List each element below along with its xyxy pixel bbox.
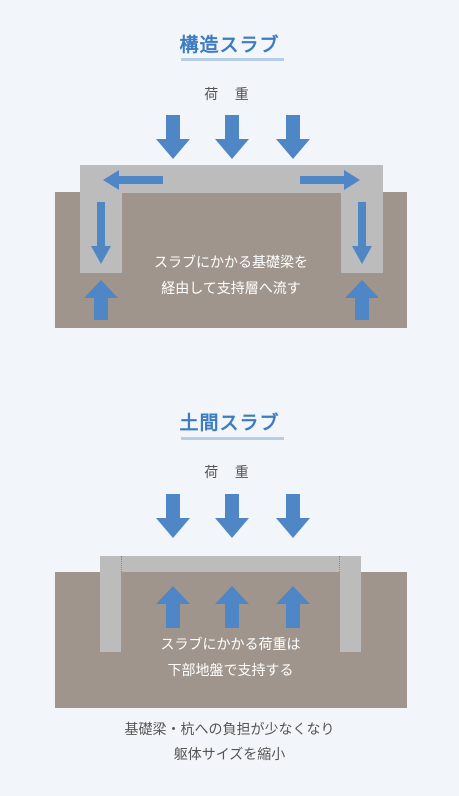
ground-slab-caption: スラブにかかる荷重は 下部地盤で支持する xyxy=(121,632,340,684)
support-arrow-up-icon xyxy=(215,586,249,628)
benefit-note: 基礎梁・杭への負担が少なくなり 躯体サイズを縮小 xyxy=(0,718,459,768)
ground-load-label: 荷 重 xyxy=(204,465,255,481)
caption-line: スラブにかかる荷重は xyxy=(160,637,301,653)
support-arrow-up-icon xyxy=(276,586,310,628)
joint-line xyxy=(121,556,122,572)
ground-slab xyxy=(100,556,360,572)
load-arrow-down-icon xyxy=(215,494,249,538)
flow-arrow-down-icon xyxy=(91,202,111,264)
load-arrow-down-icon xyxy=(276,494,310,538)
ground-slab-title: 土間スラブ xyxy=(179,412,280,434)
note-line: 基礎梁・杭への負担が少なくなり xyxy=(124,722,335,738)
caption-line: 下部地盤で支持する xyxy=(167,663,294,679)
foundation-beam-right xyxy=(340,556,361,652)
load-arrow-down-icon xyxy=(215,115,249,159)
structural-slab-title: 構造スラブ xyxy=(179,34,280,56)
flow-arrow-left-icon xyxy=(103,170,163,190)
structural-slab-title-underline xyxy=(181,58,284,61)
flow-arrow-right-icon xyxy=(300,170,360,190)
caption-line: 経由して支持層へ流す xyxy=(161,281,301,297)
structural-slab-caption: スラブにかかる基礎梁を 経由して支持層へ流す xyxy=(122,250,340,302)
flow-arrow-down-icon xyxy=(352,202,372,264)
ground-slab-title-underline xyxy=(181,437,284,440)
load-arrow-down-icon xyxy=(276,115,310,159)
caption-line: スラブにかかる基礎梁を xyxy=(154,255,308,271)
support-arrow-up-icon xyxy=(345,280,379,320)
note-line: 躯体サイズを縮小 xyxy=(173,747,286,763)
structural-load-label: 荷 重 xyxy=(204,87,255,103)
foundation-beam-left xyxy=(100,556,121,652)
load-arrow-down-icon xyxy=(156,115,190,159)
load-arrow-down-icon xyxy=(156,494,190,538)
support-arrow-up-icon xyxy=(84,280,118,320)
support-arrow-up-icon xyxy=(156,586,190,628)
joint-line xyxy=(339,556,340,572)
